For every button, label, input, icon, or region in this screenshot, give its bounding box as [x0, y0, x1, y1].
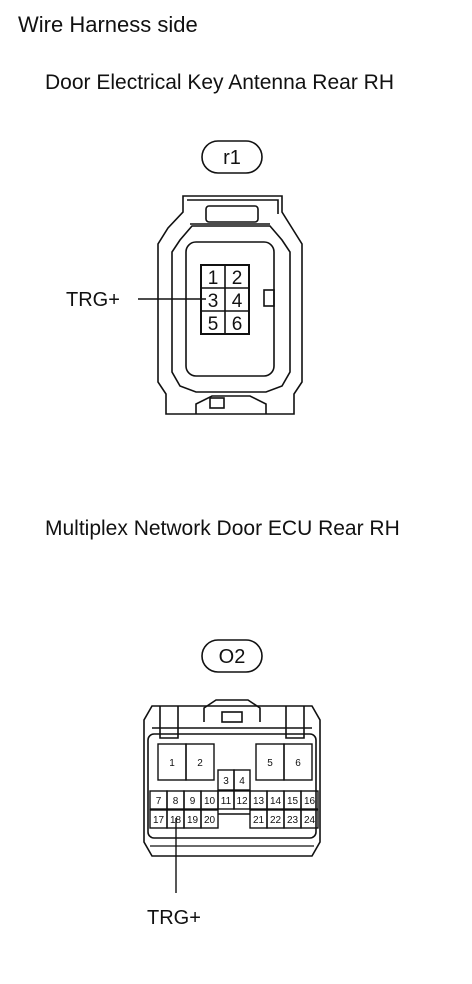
connector2-pin-19: 19: [187, 815, 199, 826]
connector2-pin-20: 20: [204, 815, 216, 826]
connector1-pin-5: 5: [208, 314, 219, 335]
connector2-pin-12: 12: [236, 796, 248, 807]
connector1-clip-notch: [209, 397, 225, 409]
connector1-latch-rim: [187, 199, 279, 214]
connector1-pin-4: 4: [232, 291, 243, 312]
connector2-pin-14: 14: [270, 796, 282, 807]
connector2-pin-22: 22: [270, 815, 282, 826]
connector1-pin-2: 2: [232, 268, 243, 289]
connector2-pin-5: 5: [267, 758, 273, 769]
connector2-pin-1: 1: [169, 758, 175, 769]
connector2-pin-9: 9: [190, 796, 196, 807]
connector2-pin-16: 16: [304, 796, 316, 807]
connector1-pin-6: 6: [232, 314, 243, 335]
connector2-pin-13: 13: [253, 796, 265, 807]
connector1-lock-tab: [263, 289, 275, 307]
connector1-pin-1: 1: [208, 268, 219, 289]
connector2-callout-label: TRG+: [147, 907, 201, 929]
connector2-code-bubble: [201, 639, 263, 673]
connector2-pin-17: 17: [153, 815, 165, 826]
connector2-pin-21: 21: [253, 815, 265, 826]
connector1-cavity: [185, 241, 275, 377]
connector2-rib-left: [159, 706, 179, 739]
connector2-pin-11: 11: [221, 796, 232, 807]
connector2-pin-cells: [149, 743, 319, 829]
connector1-code: r1: [223, 147, 241, 169]
connector2-rib-right: [285, 706, 305, 739]
connector1-title: Door Electrical Key Antenna Rear RH: [45, 71, 394, 94]
connector2-pin-7: 7: [156, 796, 162, 807]
connector2-pin-23: 23: [287, 815, 299, 826]
connector2-pin-3: 3: [223, 776, 229, 787]
connector1-callout-label: TRG+: [66, 289, 120, 311]
connector1: r1 1 2 3 4 5 6 TRG+: [66, 140, 303, 415]
connector2-inner-frame: [147, 733, 317, 839]
connector2-pin-10: 10: [204, 796, 216, 807]
connector1-inner-housing: [171, 225, 291, 393]
connector2-housing: [143, 705, 321, 857]
connector1-pin-3: 3: [208, 291, 219, 312]
connector2-pin-15: 15: [287, 796, 299, 807]
connector1-latch: [205, 205, 259, 223]
connector2-pin-24: 24: [304, 815, 316, 826]
connector2-pin-2: 2: [197, 758, 203, 769]
connector2-pin-6: 6: [295, 758, 301, 769]
connector2-latch: [203, 699, 261, 722]
connector2-pin-8: 8: [173, 796, 179, 807]
connector1-housing: [157, 195, 303, 415]
connector2-title: Multiplex Network Door ECU Rear RH: [45, 517, 400, 540]
header-label: Wire Harness side: [18, 12, 198, 37]
connector2-code: O2: [219, 646, 246, 668]
connector1-code-bubble: [201, 140, 263, 174]
connector2: O2: [143, 639, 321, 929]
connector2-pin-4: 4: [239, 776, 245, 787]
connector1-bottom-clip: [195, 395, 267, 414]
connector2-latch-notch: [221, 711, 243, 723]
